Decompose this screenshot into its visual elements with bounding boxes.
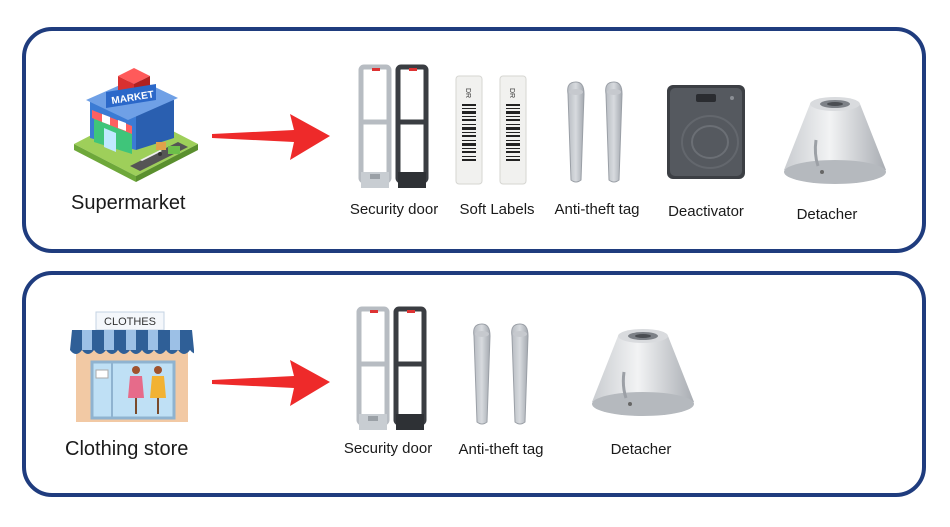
security-door-icon [358,64,429,188]
item-label-security-door: Security door [349,201,439,218]
item-label-anti-theft-tag: Anti-theft tag [458,441,544,458]
clothing-sign-text: CLOTHES [104,316,156,328]
item-label-soft-labels: Soft Labels [459,201,535,218]
item-label-detacher: Detacher [796,206,858,223]
red-arrow-icon [212,360,330,406]
red-arrow-icon [212,114,330,160]
svg-text:DR: DR [464,88,471,98]
security-door-icon [356,306,427,430]
anti-theft-tag-icon [473,323,529,425]
svg-text:DR: DR [508,88,515,98]
soft-label-icon: DR DR [455,75,527,185]
item-label-deactivator: Deactivator [668,203,744,220]
supermarket-illustration-icon: MARKET [74,68,198,182]
detacher-icon [784,97,886,184]
clothing-store-illustration-icon: CLOTHES [70,311,194,422]
store-label-supermarket: Supermarket [71,192,186,214]
item-label-anti-theft-tag: Anti-theft tag [554,201,640,218]
deactivator-icon [667,85,745,179]
anti-theft-tag-icon [567,81,623,183]
item-label-detacher: Detacher [610,441,672,458]
store-label-clothing-store: Clothing store [65,438,189,460]
detacher-icon [592,329,694,416]
item-label-security-door: Security door [343,440,433,457]
